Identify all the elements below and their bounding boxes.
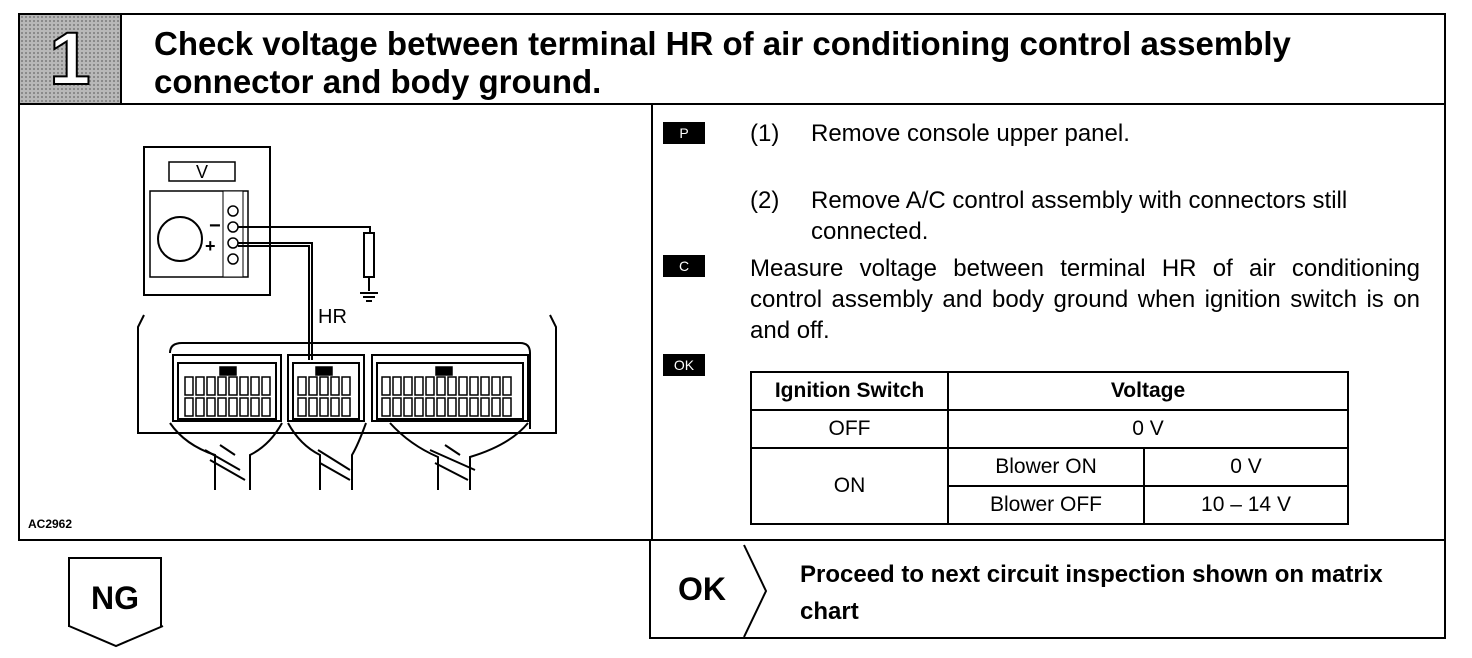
ok-result-text: Proceed to next circuit inspection shown…	[800, 561, 1383, 625]
header-voltage: Voltage	[947, 371, 1349, 411]
plus-sign: +	[205, 236, 216, 256]
main-panel: V − + HR	[18, 105, 1446, 541]
step-header: 1 Check voltage between terminal HR of a…	[18, 13, 1446, 105]
step2-number: (2)	[750, 187, 780, 214]
ok-box	[649, 541, 1446, 639]
step1-number: (1)	[750, 120, 780, 147]
cell-off-value: 0 V	[947, 409, 1349, 449]
connector-pins	[184, 366, 512, 417]
step2-text: Remove A/C control assembly with connect…	[811, 187, 1348, 245]
terminal-label: HR	[318, 306, 347, 328]
table-row: ON Blower ON 0 V	[750, 447, 1349, 525]
meter-label: V	[196, 162, 208, 182]
ground-probe-icon	[360, 232, 378, 302]
control-assembly-icon	[137, 314, 557, 434]
step-number: 1	[48, 17, 91, 100]
cell-blower-on: Blower ON	[947, 447, 1145, 487]
diagram-illustration: V − + HR	[137, 146, 557, 490]
ok-label: OK	[678, 571, 726, 607]
step1-text: Remove console upper panel.	[811, 120, 1130, 147]
table-row: Ignition Switch Voltage	[750, 371, 1349, 411]
figure-id: AC2962	[28, 517, 73, 531]
minus-sign: −	[209, 215, 221, 237]
wiring-diagram: V − + HR	[20, 105, 651, 539]
measure-instruction: Measure voltage between terminal HR of a…	[750, 255, 1420, 344]
cell-off: OFF	[750, 409, 949, 449]
voltage-table: Ignition Switch Voltage OFF 0 V ON Blowe…	[750, 371, 1349, 525]
step-number-badge: 1	[20, 15, 122, 103]
tag-c-badge: C	[663, 255, 705, 277]
table-row: Blower OFF 10 – 14 V	[751, 485, 1349, 525]
panel-divider	[651, 105, 653, 539]
ng-label: NG	[91, 580, 139, 616]
cell-blower-off: Blower OFF	[947, 485, 1145, 525]
header-ignition-switch: Ignition Switch	[750, 371, 949, 411]
tag-ok-badge: OK	[663, 354, 705, 376]
tag-p-badge: P	[663, 122, 705, 144]
cell-blower-off-value: 10 – 14 V	[1143, 485, 1349, 525]
ng-box	[68, 557, 162, 627]
ng-down-arrow-icon	[68, 625, 164, 648]
table-row: OFF 0 V	[750, 409, 1349, 449]
step-title: Check voltage between terminal HR of air…	[154, 25, 1291, 100]
ok-chevron-icon	[743, 544, 768, 638]
wire-harness-icon	[169, 422, 529, 490]
cell-on: ON	[750, 447, 949, 525]
cell-blower-on-value: 0 V	[1143, 447, 1349, 487]
